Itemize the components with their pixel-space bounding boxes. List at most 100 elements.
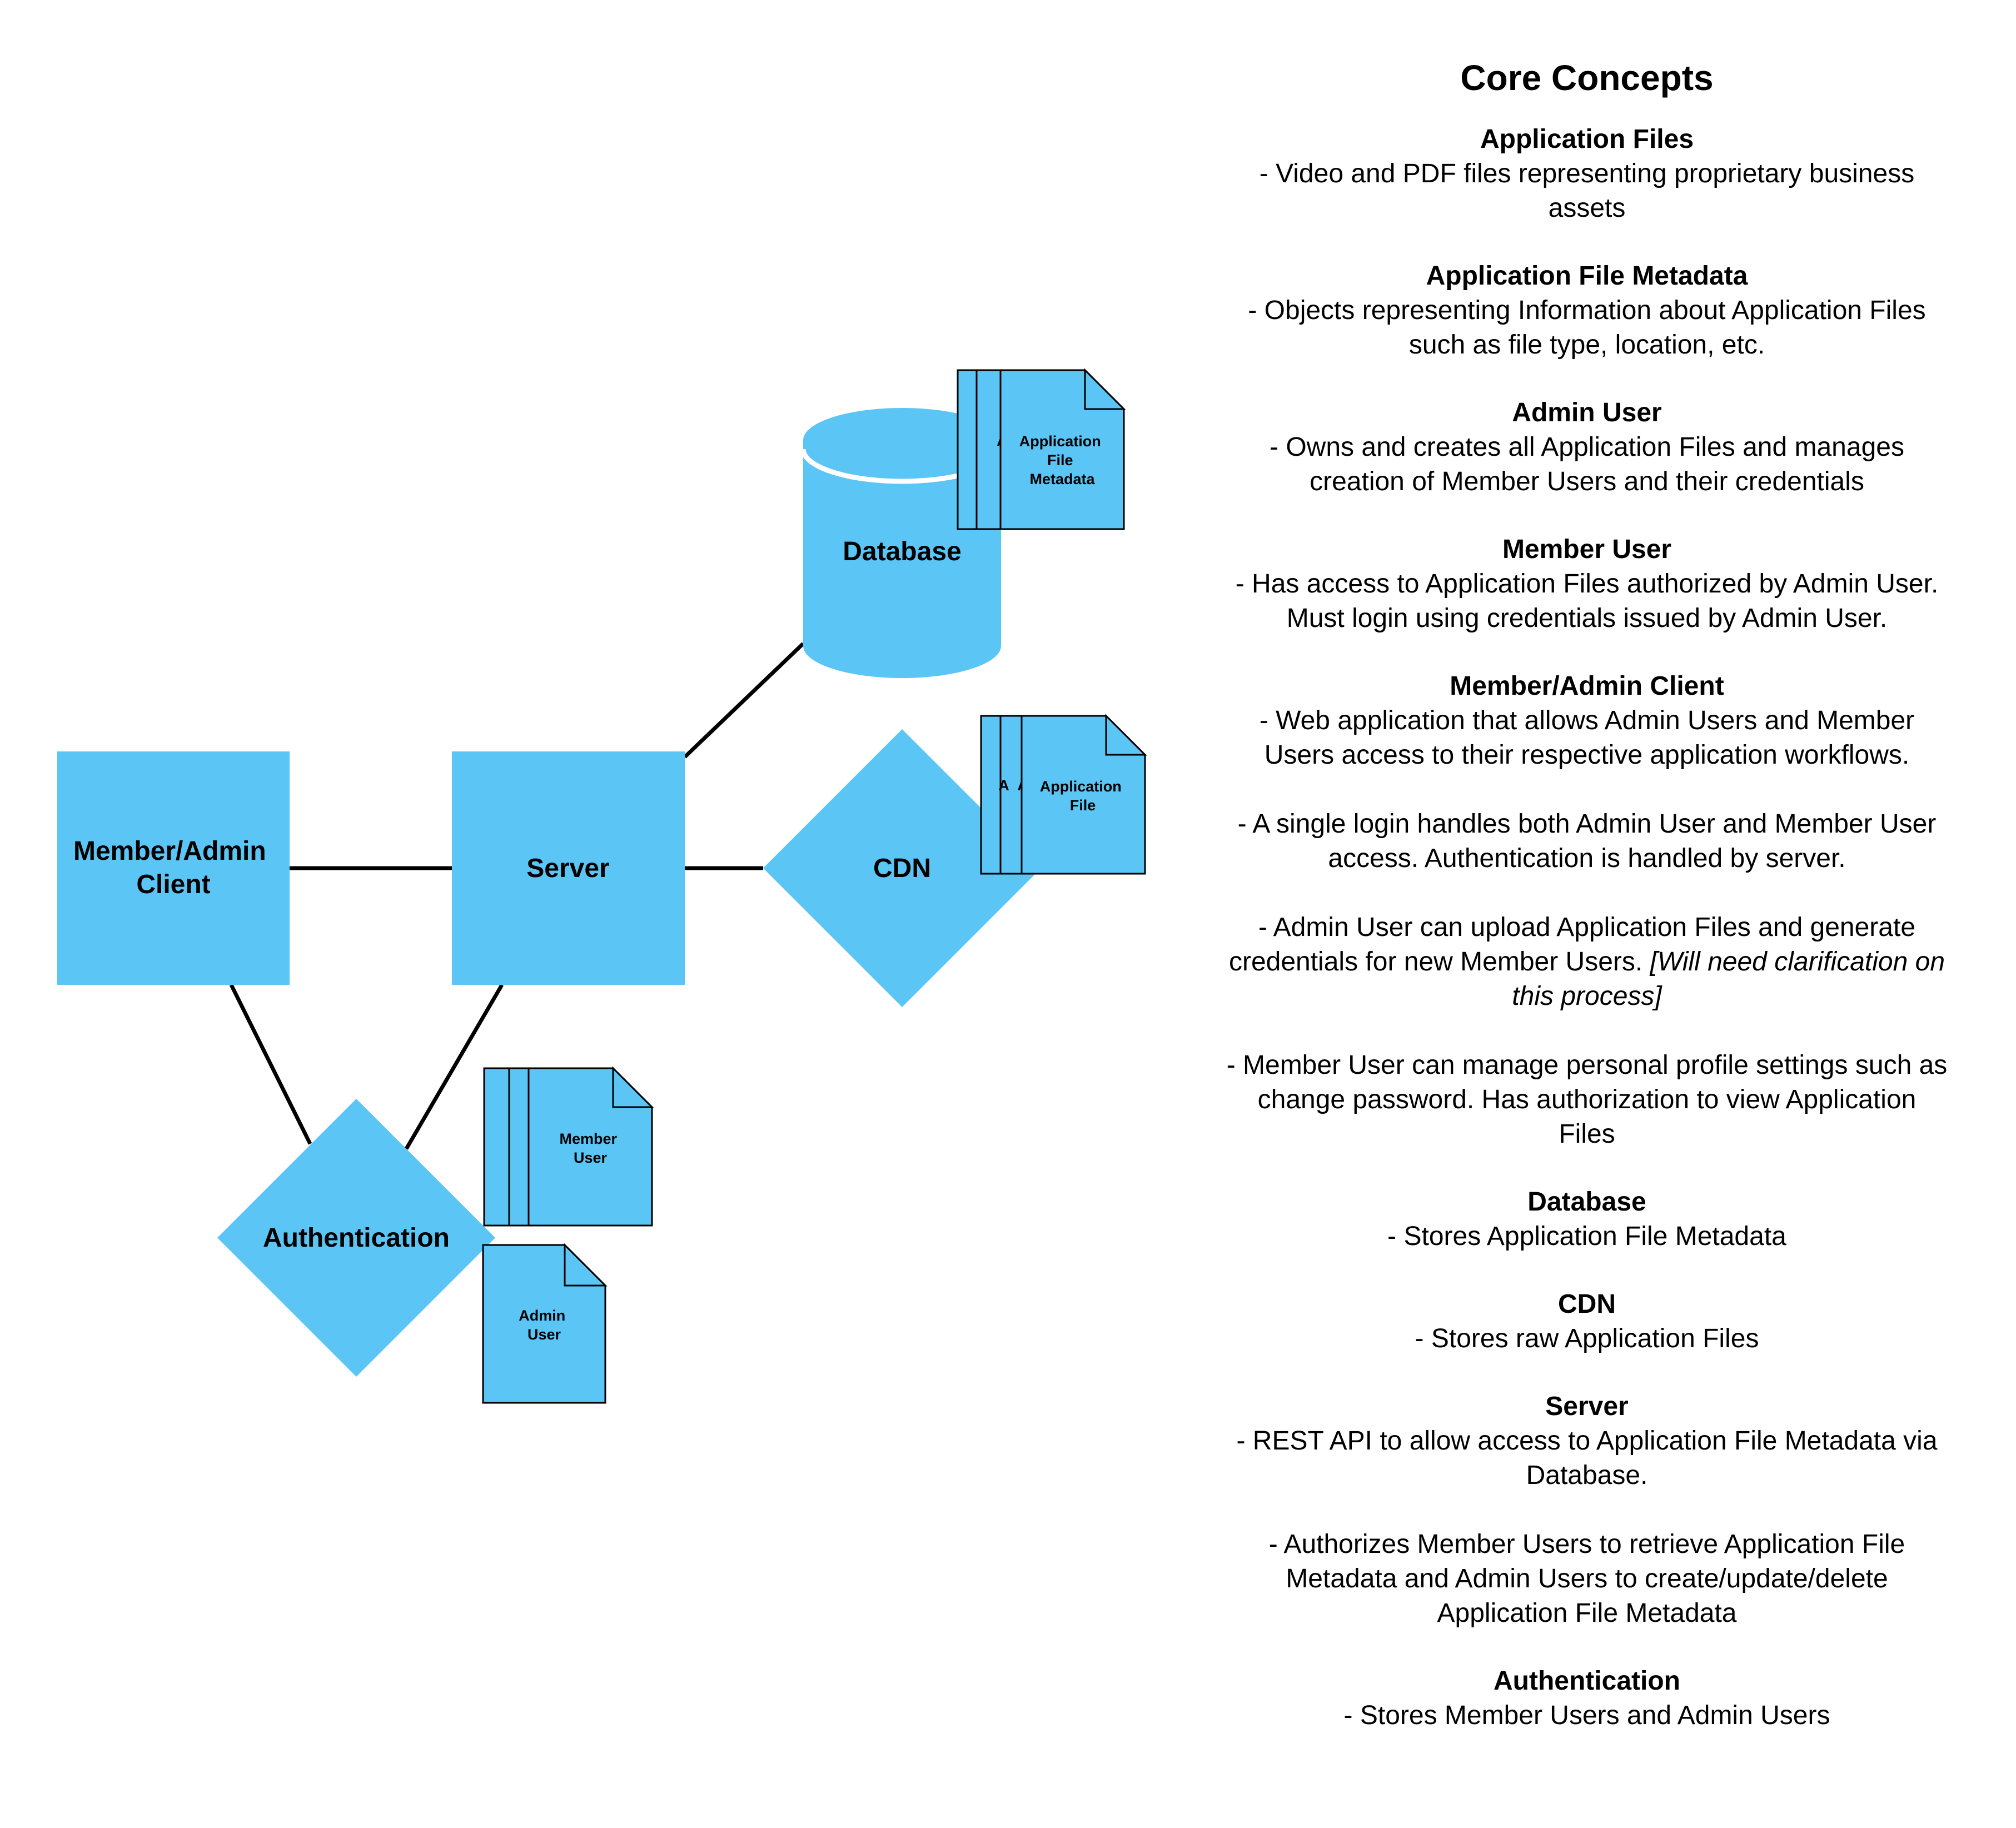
concept-line-text: Users access to their respective applica… (1264, 740, 1910, 770)
concept-line-text: - Admin User can upload Application File… (1258, 913, 1916, 942)
concept-paragraph: - REST API to allow access to Applicatio… (1178, 1424, 1995, 1493)
concept-heading: Server (1545, 1392, 1629, 1421)
concept-paragraph: - Authorizes Member Users to retrieve Ap… (1178, 1527, 1995, 1631)
concept-line: creation of Member Users and their crede… (1178, 465, 1995, 499)
concept-line: - Has access to Application Files author… (1178, 567, 1995, 601)
concept-line-text: Files (1559, 1119, 1615, 1149)
concept-line-text: - Web application that allows Admin User… (1259, 706, 1915, 735)
database-node[interactable]: Database (800, 408, 1004, 678)
concept-line: - Owns and creates all Application Files… (1178, 430, 1995, 465)
server-label-line-1: Server (526, 854, 609, 883)
concept-line: Metadata and Admin Users to create/updat… (1178, 1562, 1995, 1596)
cdn-files-label-line-2: File (1070, 797, 1096, 814)
concept-line: - Video and PDF files representing propr… (1178, 157, 1995, 191)
concept-line-text: - Authorizes Member Users to retrieve Ap… (1268, 1530, 1905, 1559)
db-metadata-label-line-2: File (1047, 452, 1073, 469)
edge-server-database (683, 642, 805, 759)
doc-fold (612, 1066, 654, 1108)
doc-fold (564, 1243, 608, 1287)
auth-admin-label-line-2: User (527, 1326, 561, 1343)
authentication-label-line-1: Authentication (263, 1223, 450, 1253)
concept-line-text: - Video and PDF files representing propr… (1259, 159, 1915, 188)
doc-fold (1084, 368, 1126, 410)
concept-line-text: - Owns and creates all Application Files… (1270, 432, 1904, 462)
authentication-node[interactable]: Authentication (217, 1099, 495, 1377)
concept-line-text: Must login using credentials issued by A… (1286, 604, 1888, 633)
concept-line-text: - Stores Application File Metadata (1387, 1222, 1786, 1251)
auth-admin-label-line-1: Admin (519, 1307, 565, 1324)
concept-line: - Authorizes Member Users to retrieve Ap… (1178, 1527, 1995, 1562)
db-metadata-label-line-3: Metadata (1029, 471, 1095, 487)
db-metadata-document-stack: A Application File Metadata (957, 368, 1126, 530)
connections (229, 642, 805, 1150)
core-concepts-panel: Core Concepts Application Files - Video a… (1178, 56, 1995, 1766)
concept-line: - Member User can manage personal profil… (1178, 1048, 1995, 1083)
concept-line: - Admin User can upload Application File… (1178, 910, 1995, 945)
concept-line-text: - Member User can manage personal profil… (1226, 1050, 1948, 1080)
concept-line: Database. (1178, 1458, 1995, 1493)
concept-line: Must login using credentials issued by A… (1178, 601, 1995, 636)
concept-line: this process] (1178, 979, 1995, 1014)
auth-member-label-line-2: User (574, 1149, 608, 1166)
concept-line: access. Authentication is handled by ser… (1178, 841, 1995, 876)
concept-heading: Admin User (1512, 398, 1662, 427)
auth-member-document-stack: Member User (483, 1066, 654, 1227)
concept-line-text: Metadata and Admin Users to create/updat… (1286, 1564, 1888, 1593)
concept-line: - REST API to allow access to Applicatio… (1178, 1424, 1995, 1458)
client-node[interactable]: Member/Admin Client (57, 751, 290, 985)
server-label: Server (526, 854, 609, 883)
auth-admin-label: Admin User (519, 1307, 570, 1343)
concept-heading: Application File Metadata (1426, 261, 1748, 291)
concept-line-text: assets (1548, 193, 1626, 223)
concepts-sections: Application Files - Video and PDF files r… (1178, 122, 1995, 1733)
client-label-line-1: Member/Admin (73, 836, 266, 866)
concept-heading: Application Files (1480, 124, 1694, 154)
concept-heading: Member/Admin Client (1450, 671, 1724, 701)
db-metadata-label-line-1: Application (1019, 433, 1101, 450)
edge-client-authentication (229, 984, 312, 1145)
cdn-files-label-line-1: Application (1040, 778, 1122, 795)
concept-paragraph: - Objects representing Information about… (1178, 293, 1995, 362)
concept-line: - Web application that allows Admin User… (1178, 704, 1995, 738)
concepts-title: Core Concepts (1460, 58, 1714, 98)
concept-paragraph: - Member User can manage personal profil… (1178, 1048, 1995, 1152)
auth-admin-document: Admin User (482, 1243, 608, 1404)
concept-heading: CDN (1558, 1289, 1616, 1319)
concept-paragraph: - Has access to Application Files author… (1178, 567, 1995, 636)
concept-line-text: - Stores Member Users and Admin Users (1343, 1701, 1830, 1730)
concept-line: - Stores Application File Metadata (1178, 1219, 1995, 1254)
concept-paragraph: - Admin User can upload Application File… (1178, 910, 1995, 1014)
client-label: Member/Admin Client (73, 836, 273, 899)
cdn-node[interactable]: CDN (763, 729, 1041, 1007)
concept-line-text: access. Authentication is handled by ser… (1328, 844, 1846, 873)
concept-section: Application File Metadata - Objects repre… (1178, 259, 1995, 362)
auth-member-label: Member User (559, 1130, 621, 1166)
cdn-label: CDN (873, 854, 931, 883)
server-node[interactable]: Server (452, 751, 685, 985)
concept-paragraph: - Stores Application File Metadata (1178, 1219, 1995, 1254)
client-label-line-2: Client (136, 870, 210, 899)
auth-member-label-line-1: Member (559, 1130, 617, 1147)
cdn-files-label: Application File (1040, 778, 1126, 814)
concept-line: change password. Has authorization to vi… (1178, 1083, 1995, 1117)
db-metadata-label: Application File Metadata (1019, 433, 1106, 487)
concept-section: Database - Stores Application File Metada… (1178, 1185, 1995, 1254)
concept-line-text: credentials for new Member Users. (1228, 947, 1650, 977)
authentication-label: Authentication (263, 1223, 450, 1253)
concept-line: such as file type, location, etc. (1178, 328, 1995, 362)
concept-heading: Database (1527, 1187, 1646, 1217)
concept-paragraph: - Stores Member Users and Admin Users (1178, 1699, 1995, 1733)
concept-line-text: - Stores raw Application Files (1415, 1324, 1759, 1353)
cdn-label-line-1: CDN (873, 854, 931, 883)
concept-line: assets (1178, 191, 1995, 226)
concept-line-text: - Objects representing Information about… (1248, 296, 1926, 325)
concept-line: - Stores raw Application Files (1178, 1322, 1995, 1356)
concept-section: Admin User - Owns and creates all Applica… (1178, 396, 1995, 499)
concept-line: - Objects representing Information about… (1178, 293, 1995, 328)
concept-line: Users access to their respective applica… (1178, 738, 1995, 773)
concept-heading: Authentication (1494, 1666, 1680, 1696)
concept-line-text: - A single login handles both Admin User… (1237, 809, 1937, 839)
concept-paragraph: - Video and PDF files representing propr… (1178, 157, 1995, 226)
concept-line-text: such as file type, location, etc. (1408, 330, 1765, 360)
